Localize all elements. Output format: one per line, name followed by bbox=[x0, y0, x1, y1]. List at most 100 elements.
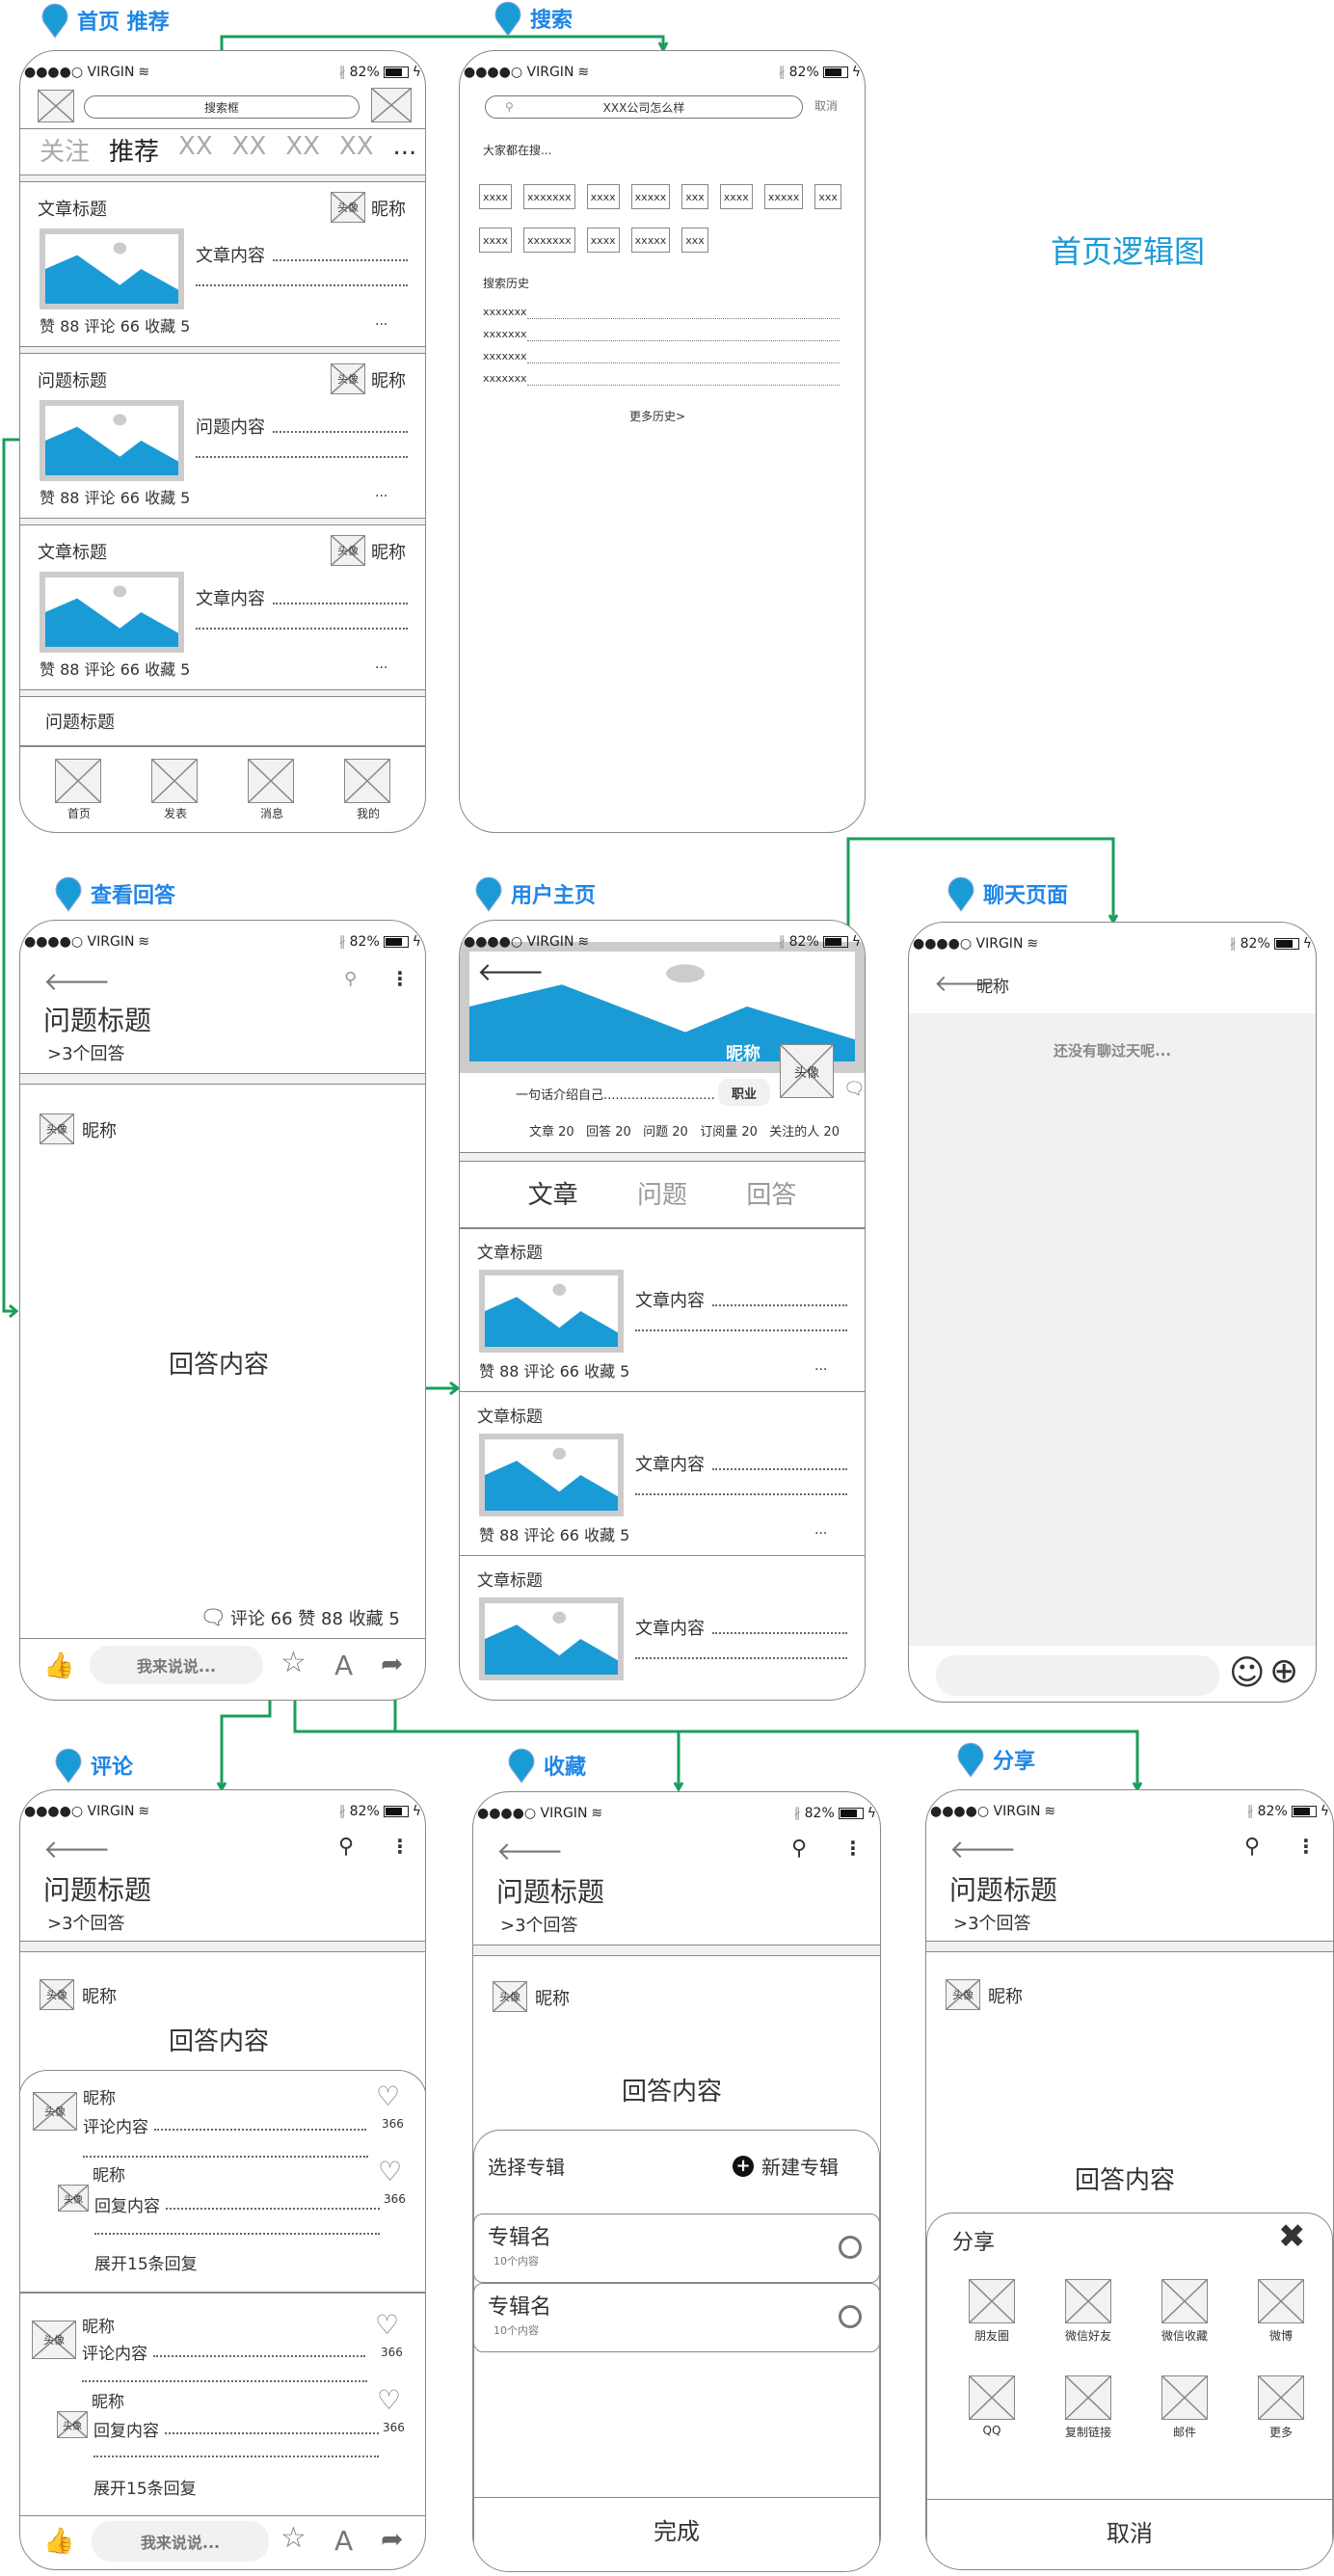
search-icon[interactable]: ⚲ bbox=[338, 1835, 355, 1859]
back-arrow-icon[interactable]: 🡐 bbox=[477, 958, 545, 987]
hot-search-tag[interactable]: xxxxx bbox=[630, 228, 671, 253]
star-icon[interactable]: ☆ bbox=[280, 2521, 307, 2555]
emoji-icon[interactable]: ☺ bbox=[1229, 1653, 1266, 1693]
feed-item[interactable]: 文章标题 头像 昵称 文章内容 赞 88 评论 66 收藏 5 ... bbox=[20, 182, 425, 346]
tab-follow[interactable]: 关注 bbox=[40, 138, 91, 167]
hot-search-tag[interactable]: xxxx bbox=[479, 228, 513, 253]
expand-replies-link[interactable]: 展开15条回复 bbox=[94, 2255, 198, 2274]
feed-item[interactable]: 文章标题 文章内容 bbox=[460, 1557, 865, 1700]
new-album-button[interactable]: +新建专辑 bbox=[733, 2152, 839, 2180]
more-button[interactable]: ... bbox=[375, 657, 388, 672]
action-icon[interactable] bbox=[371, 88, 412, 122]
share-target[interactable]: 微信好友 bbox=[1054, 2279, 1122, 2344]
album-item[interactable]: 专辑名 10个内容 bbox=[473, 2283, 880, 2352]
hot-search-tag[interactable]: xxx bbox=[681, 184, 708, 209]
hot-search-tag[interactable]: xxxx bbox=[479, 184, 513, 209]
share-target[interactable]: 微信收藏 bbox=[1151, 2279, 1218, 2344]
share-target[interactable]: 复制链接 bbox=[1054, 2375, 1122, 2440]
share-target[interactable]: QQ bbox=[958, 2375, 1026, 2437]
search-input[interactable]: 搜索框 bbox=[84, 95, 360, 119]
share-target[interactable]: 更多 bbox=[1247, 2375, 1315, 2440]
tab-category[interactable]: XX bbox=[231, 132, 267, 161]
done-button[interactable]: 完成 bbox=[654, 2518, 700, 2545]
chat-icon[interactable]: 🗨 bbox=[843, 1079, 866, 1099]
nav-messages[interactable]: 消息 bbox=[248, 759, 296, 821]
feed-item[interactable]: 文章标题 文章内容 赞 88 评论 66 收藏 5 ... bbox=[460, 1393, 865, 1555]
hot-search-tag[interactable]: xxxxx bbox=[630, 184, 671, 209]
hot-search-tag[interactable]: xxxxx bbox=[763, 184, 804, 209]
share-icon[interactable]: ➦ bbox=[381, 2523, 404, 2555]
tab-articles[interactable]: 文章 bbox=[527, 1181, 578, 1210]
back-arrow-icon[interactable]: 🡐 bbox=[949, 1836, 1017, 1865]
like-heart-icon[interactable]: ♡ bbox=[375, 2309, 400, 2341]
search-input[interactable]: ⚲ XXX公司怎么样 bbox=[485, 95, 803, 119]
hot-search-tag[interactable]: xxxxxxx bbox=[523, 184, 575, 209]
album-item[interactable]: 专辑名 10个内容 bbox=[473, 2214, 880, 2283]
nav-me[interactable]: 我的 bbox=[344, 759, 392, 821]
back-arrow-icon[interactable]: 🡐 bbox=[934, 970, 997, 997]
more-button[interactable]: ... bbox=[814, 1522, 828, 1538]
tab-category[interactable]: XX bbox=[285, 132, 320, 161]
answer-count-link[interactable]: >3个回答 bbox=[953, 1914, 1031, 1934]
comment-input[interactable]: 我来说说... bbox=[92, 2521, 269, 2562]
back-arrow-icon[interactable]: 🡐 bbox=[43, 968, 111, 997]
feed-item[interactable]: 文章标题 文章内容 赞 88 评论 66 收藏 5 ... bbox=[460, 1229, 865, 1391]
more-button[interactable]: ... bbox=[375, 485, 388, 500]
expand-replies-link[interactable]: 展开15条回复 bbox=[93, 2480, 197, 2499]
search-icon[interactable]: ⚲ bbox=[344, 969, 358, 989]
like-icon[interactable]: 👍 bbox=[43, 2527, 75, 2556]
share-target[interactable]: 邮件 bbox=[1151, 2375, 1218, 2440]
more-vertical-icon[interactable]: ⋮ bbox=[1296, 1835, 1316, 1858]
feed-item[interactable]: 文章标题 头像 昵称 文章内容 赞 88 评论 66 收藏 5 ... bbox=[20, 525, 425, 689]
close-icon[interactable]: ✖ bbox=[1278, 2217, 1306, 2256]
font-size-button[interactable]: A bbox=[334, 1650, 354, 1681]
tab-questions[interactable]: 问题 bbox=[636, 1181, 687, 1210]
cancel-button[interactable]: 取消 bbox=[1107, 2520, 1153, 2547]
more-vertical-icon[interactable]: ⋮ bbox=[390, 1835, 410, 1858]
hot-search-tag[interactable]: xxxx bbox=[586, 184, 620, 209]
message-input[interactable] bbox=[936, 1655, 1219, 1696]
more-button[interactable]: ... bbox=[814, 1358, 828, 1374]
hot-search-tag[interactable]: xxxx bbox=[719, 184, 753, 209]
history-item[interactable]: xxxxxxx bbox=[483, 306, 840, 328]
tab-category[interactable]: XX bbox=[338, 132, 374, 161]
tab-answers[interactable]: 回答 bbox=[746, 1181, 797, 1210]
back-arrow-icon[interactable]: 🡐 bbox=[43, 1836, 111, 1865]
answer-count-link[interactable]: >3个回答 bbox=[47, 1044, 125, 1064]
avatar[interactable]: 头像 bbox=[40, 1114, 74, 1144]
more-vertical-icon[interactable]: ⋮ bbox=[843, 1837, 863, 1860]
history-item[interactable]: xxxxxxx bbox=[483, 328, 840, 350]
search-icon[interactable]: ⚲ bbox=[1244, 1835, 1261, 1859]
tab-category[interactable]: XX bbox=[178, 132, 213, 161]
font-size-button[interactable]: A bbox=[334, 2525, 354, 2557]
nav-home[interactable]: 首页 bbox=[55, 759, 103, 821]
feed-item-title[interactable]: 问题标题 bbox=[45, 712, 115, 733]
like-icon[interactable]: 👍 bbox=[43, 1651, 75, 1680]
share-target[interactable]: 朋友圈 bbox=[958, 2279, 1026, 2344]
like-heart-icon[interactable]: ♡ bbox=[376, 2080, 401, 2112]
share-target[interactable]: 微博 bbox=[1247, 2279, 1315, 2344]
feed-item[interactable]: 问题标题 头像 昵称 问题内容 赞 88 评论 66 收藏 5 ... bbox=[20, 354, 425, 518]
answer-count-link[interactable]: >3个回答 bbox=[47, 1914, 125, 1934]
hot-search-tag[interactable]: xxxx bbox=[586, 228, 620, 253]
search-icon[interactable]: ⚲ bbox=[791, 1837, 808, 1861]
radio-button[interactable] bbox=[839, 2305, 862, 2328]
like-heart-icon[interactable]: ♡ bbox=[377, 2384, 402, 2416]
answer-count-link[interactable]: >3个回答 bbox=[500, 1916, 578, 1936]
tab-more[interactable]: ... bbox=[392, 132, 417, 161]
nav-post[interactable]: 发表 bbox=[151, 759, 200, 821]
back-arrow-icon[interactable]: 🡐 bbox=[496, 1838, 564, 1866]
hot-search-tag[interactable]: xxx bbox=[814, 184, 841, 209]
cancel-button[interactable]: 取消 bbox=[814, 99, 839, 113]
add-plus-icon[interactable]: ⊕ bbox=[1269, 1651, 1299, 1691]
like-heart-icon[interactable]: ♡ bbox=[378, 2156, 403, 2187]
more-history-link[interactable]: 更多历史> bbox=[629, 410, 686, 423]
share-icon[interactable]: ➦ bbox=[381, 1648, 404, 1679]
more-button[interactable]: ... bbox=[375, 313, 388, 329]
more-vertical-icon[interactable]: ⋮ bbox=[390, 967, 410, 990]
star-icon[interactable]: ☆ bbox=[280, 1646, 307, 1679]
hot-search-tag[interactable]: xxx bbox=[681, 228, 708, 253]
comment-input[interactable]: 我来说说... bbox=[90, 1646, 263, 1684]
tab-recommend[interactable]: 推荐 bbox=[109, 138, 160, 167]
menu-icon[interactable] bbox=[38, 90, 74, 122]
